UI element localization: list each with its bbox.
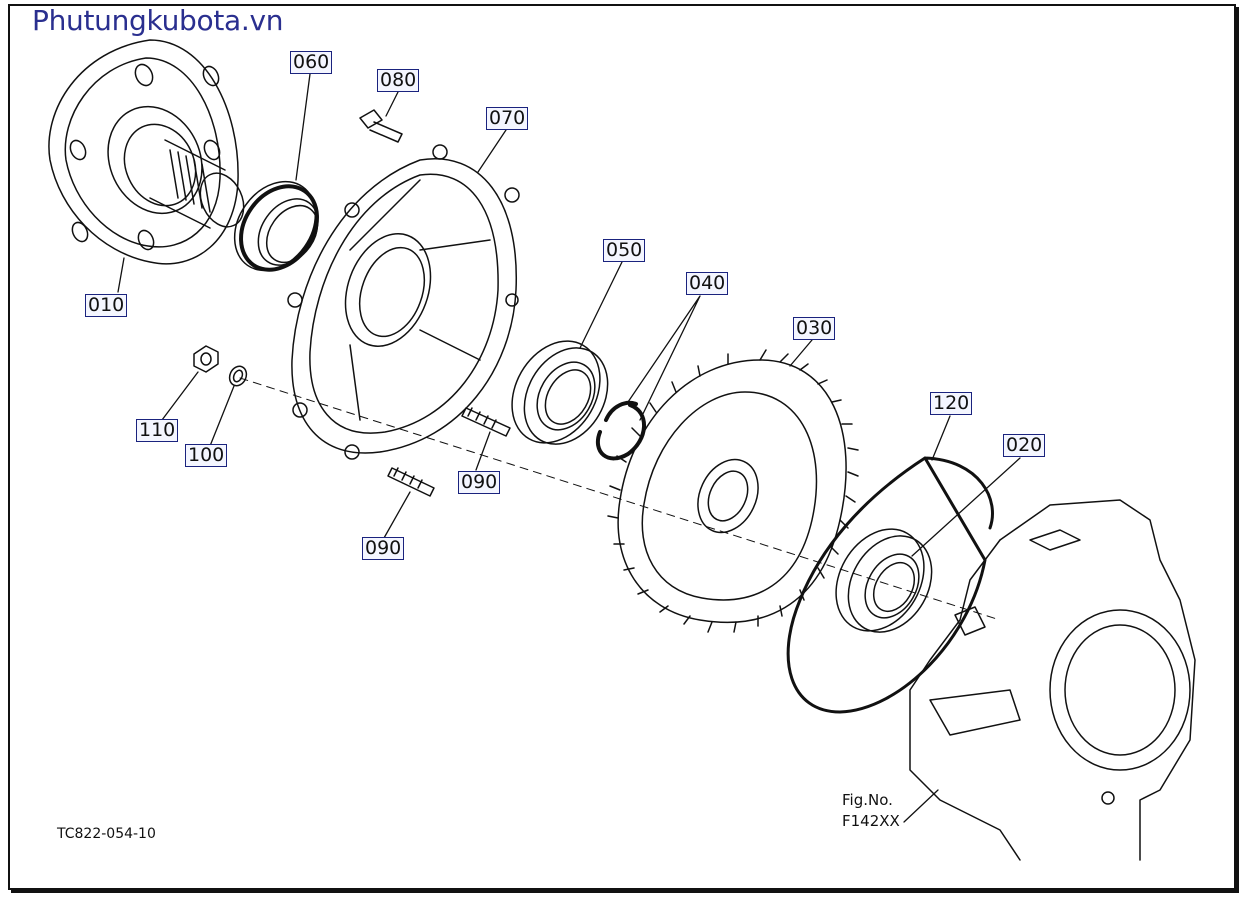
snap-ring-drawing <box>596 400 646 461</box>
part-label-050: 050 <box>603 239 646 262</box>
figure-number: F142XX <box>842 812 900 830</box>
part-label-100: 100 <box>185 444 228 467</box>
figure-label: Fig.No. <box>842 791 893 809</box>
leader-lines <box>117 73 1021 823</box>
part-label-120: 120 <box>930 392 973 415</box>
part-label-060: 060 <box>290 51 333 74</box>
bearing-020-drawing <box>835 528 933 633</box>
figure-reference: Fig.No. F142XX <box>842 790 900 832</box>
bevel-gear-drawing <box>607 349 859 633</box>
nut-washer-drawing <box>193 345 248 387</box>
axle-housing-drawing <box>909 499 1196 861</box>
gear-case-cover-drawing <box>287 144 520 460</box>
part-label-040: 040 <box>686 272 729 295</box>
drawing-code: TC822-054-10 <box>57 826 156 842</box>
oil-seal-drawing <box>233 180 319 272</box>
stud-bolts-drawing <box>387 407 511 497</box>
part-label-110: 110 <box>136 419 179 442</box>
bearing-050-drawing <box>511 340 609 445</box>
part-label-010: 010 <box>85 294 128 317</box>
part-label-080: 080 <box>377 69 420 92</box>
part-label-090-upper: 090 <box>458 471 501 494</box>
part-label-030: 030 <box>793 317 836 340</box>
watermark: Phutungkubota.vn <box>32 4 284 37</box>
hub-flange-drawing <box>48 39 245 265</box>
part-label-090-lower: 090 <box>362 537 405 560</box>
part-label-070: 070 <box>486 107 529 130</box>
bolt-drawing <box>359 109 403 143</box>
part-label-020: 020 <box>1003 434 1046 457</box>
o-ring-drawing <box>786 456 994 714</box>
